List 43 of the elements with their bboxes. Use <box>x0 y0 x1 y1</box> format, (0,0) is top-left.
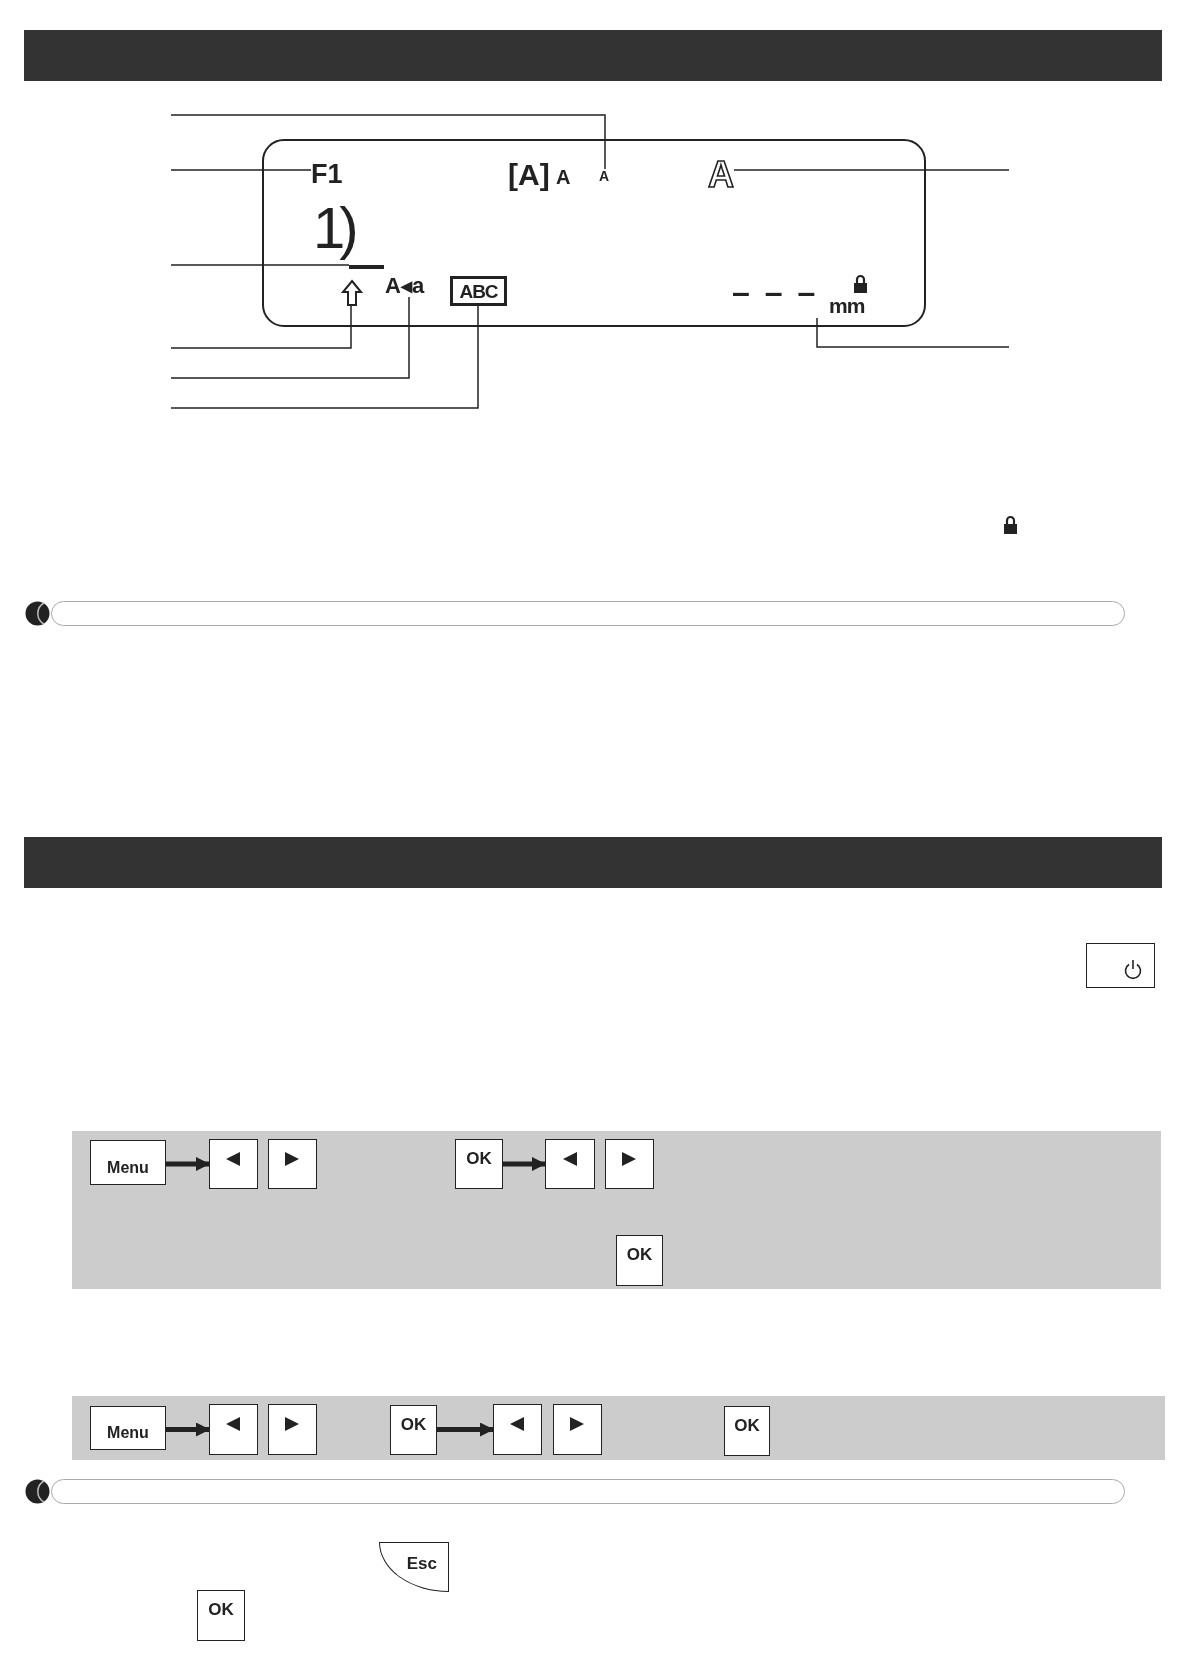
length-dashes: – – – <box>732 276 819 308</box>
leader-line <box>170 264 350 266</box>
caps-indicator: A◂a <box>385 275 425 297</box>
instruction-panel <box>72 1131 1161 1289</box>
left-arrow-key <box>209 1404 258 1455</box>
leader-line <box>170 296 410 379</box>
right-arrow-key <box>268 1139 317 1189</box>
arrow <box>503 1157 546 1171</box>
instruction-panel <box>72 1396 1165 1460</box>
outline-letter: A <box>708 157 734 193</box>
menu-key: Menu <box>90 1140 166 1185</box>
ok-key: OK <box>390 1405 437 1455</box>
ok-key: OK <box>455 1139 503 1189</box>
leader-line <box>170 305 479 409</box>
right-arrow-key <box>605 1139 654 1189</box>
cursor <box>349 265 384 269</box>
shift-arrow-icon <box>342 280 362 306</box>
leader-line <box>170 114 606 170</box>
leader-line <box>816 317 1010 348</box>
size-indicator: A <box>599 169 610 183</box>
right-arrow-key <box>268 1404 317 1455</box>
menu-key: Menu <box>90 1406 166 1450</box>
right-arrow-key <box>553 1404 602 1455</box>
arrow <box>166 1157 210 1171</box>
leader-line <box>733 169 1010 171</box>
unit-text: mm <box>829 295 865 316</box>
left-arrow-key <box>545 1139 595 1189</box>
leader-line <box>170 305 352 349</box>
ok-key: OK <box>724 1406 770 1456</box>
size-indicator: A <box>556 167 571 187</box>
ok-key: OK <box>197 1590 245 1641</box>
f1-indicator: F1 <box>311 161 343 188</box>
left-arrow-key <box>209 1139 258 1189</box>
power-key <box>1086 943 1155 988</box>
ok-key: OK <box>616 1235 663 1286</box>
lcd-screen <box>262 139 926 327</box>
arrow <box>166 1422 210 1437</box>
esc-key: Esc <box>379 1542 449 1592</box>
frame-indicator: ABC <box>450 276 507 306</box>
arrow <box>437 1422 494 1437</box>
left-arrow-key <box>493 1404 542 1455</box>
leader-line <box>170 169 312 171</box>
size-indicator: [A] <box>508 160 550 190</box>
